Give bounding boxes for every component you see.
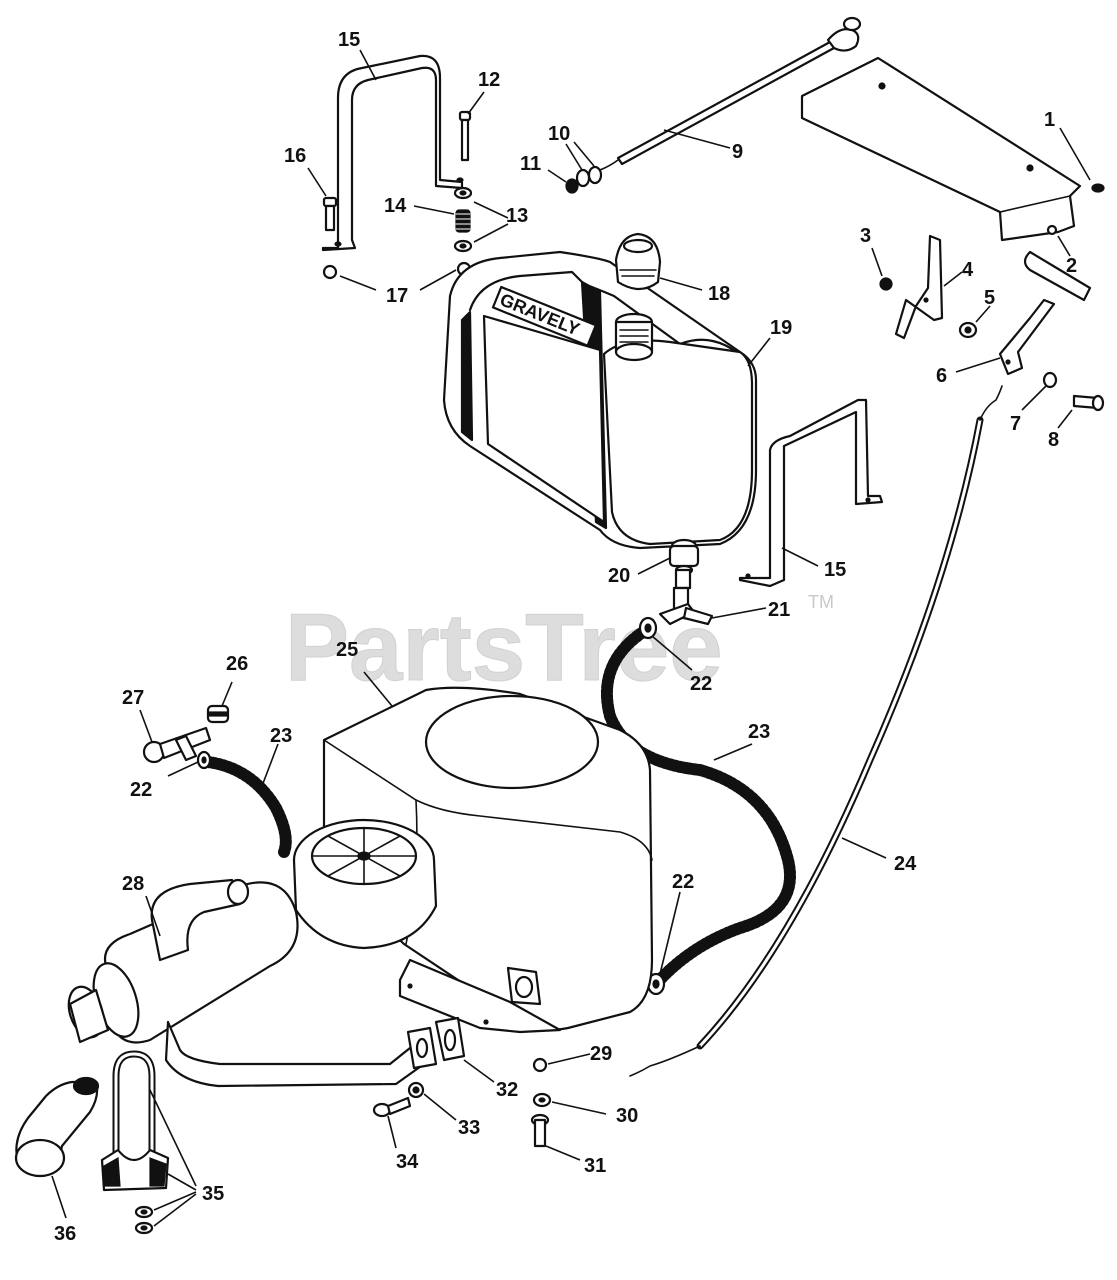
bolt-16[interactable] — [322, 196, 338, 232]
fuel-hose-23-left[interactable] — [202, 756, 292, 858]
callout-23-left: 23 — [270, 725, 292, 747]
callout-21: 21 — [768, 599, 790, 621]
callout-25: 25 — [336, 639, 358, 661]
callout-30: 30 — [616, 1105, 638, 1127]
callout-8: 8 — [1048, 429, 1059, 451]
nut-17-left[interactable] — [322, 264, 338, 280]
callout-33: 33 — [458, 1117, 480, 1139]
control-panel-plate[interactable] — [800, 56, 1082, 242]
callout-labels: 1 2 3 4 5 6 7 8 9 10 11 12 13 14 15 15 1… — [54, 29, 1077, 1245]
callout-28: 28 — [122, 873, 144, 895]
callout-11: 11 — [520, 153, 541, 175]
callout-3: 3 — [860, 225, 871, 247]
callout-35: 35 — [202, 1183, 224, 1205]
callout-26: 26 — [226, 653, 248, 675]
callout-29: 29 — [590, 1043, 612, 1065]
gasket-32[interactable] — [434, 1016, 466, 1062]
muffler-28[interactable] — [63, 878, 426, 1088]
spring-14[interactable] — [455, 209, 471, 233]
nut-3[interactable] — [879, 277, 893, 291]
fuel-tank-19[interactable]: GRAVELY — [442, 250, 758, 550]
throttle-lever-6[interactable] — [998, 250, 1092, 376]
callout-27: 27 — [122, 687, 144, 709]
watermark-text: PartsTree — [285, 594, 723, 701]
callout-31: 31 — [584, 1155, 606, 1177]
nut-11[interactable] — [565, 178, 579, 194]
callout-15-bottom: 15 — [824, 559, 846, 581]
shutoff-20[interactable] — [668, 538, 700, 590]
throttle-cable-24[interactable] — [629, 385, 1003, 1077]
callout-10: 10 — [548, 123, 570, 145]
tank-strap-upper[interactable] — [321, 54, 464, 252]
callout-22-left: 22 — [130, 779, 152, 801]
fitting-26[interactable] — [206, 704, 230, 724]
bolt-31[interactable] — [530, 1113, 550, 1148]
exhaust-elbow-36[interactable] — [14, 1076, 100, 1178]
callout-24: 24 — [894, 853, 917, 875]
clamp-22-left[interactable] — [196, 750, 212, 770]
callout-14: 14 — [384, 195, 407, 217]
washer-30[interactable] — [532, 1092, 552, 1108]
callout-34: 34 — [396, 1151, 419, 1173]
callout-9: 9 — [732, 141, 743, 163]
callout-4: 4 — [962, 259, 974, 281]
nut-35-b[interactable] — [134, 1221, 154, 1235]
callout-1: 1 — [1044, 109, 1055, 131]
washer-13-top[interactable] — [453, 186, 473, 200]
engine-25[interactable] — [322, 686, 654, 1034]
callout-22-engine: 22 — [672, 871, 694, 893]
bolt-8[interactable] — [1072, 394, 1105, 412]
bolt-12[interactable] — [458, 110, 472, 162]
washer-13-bottom[interactable] — [453, 239, 473, 253]
screw-1[interactable] — [1091, 183, 1105, 193]
callout-2: 2 — [1066, 255, 1077, 277]
washer-33[interactable] — [407, 1081, 425, 1099]
valve-21[interactable] — [658, 586, 714, 626]
callout-18: 18 — [708, 283, 730, 305]
washer-5[interactable] — [958, 321, 978, 339]
fuel-cap-18[interactable] — [614, 232, 662, 291]
callout-16: 16 — [284, 145, 306, 167]
callout-22-valve: 22 — [690, 673, 712, 695]
u-bolt-35[interactable] — [100, 1050, 170, 1192]
washer-10-b[interactable] — [587, 165, 603, 185]
throttle-cable-9[interactable] — [599, 16, 862, 171]
nut-29[interactable] — [532, 1057, 548, 1073]
callout-7: 7 — [1010, 413, 1021, 435]
callout-20: 20 — [608, 565, 630, 587]
callout-23-right: 23 — [748, 721, 770, 743]
callout-12: 12 — [478, 69, 500, 91]
callout-6: 6 — [936, 365, 947, 387]
fuel-hose-23-right[interactable] — [601, 624, 796, 990]
bolt-34[interactable] — [372, 1096, 412, 1118]
air-cleaner[interactable] — [292, 818, 438, 950]
nut-35-a[interactable] — [134, 1205, 154, 1219]
nut-2[interactable] — [1046, 224, 1058, 236]
callout-15-top: 15 — [338, 29, 360, 51]
watermark-tm: TM — [808, 592, 834, 612]
exhaust-flange[interactable] — [406, 1026, 438, 1070]
callout-13: 13 — [506, 205, 528, 227]
callout-32: 32 — [496, 1079, 518, 1101]
callout-36: 36 — [54, 1223, 76, 1245]
callout-19: 19 — [770, 317, 792, 339]
bracket-4[interactable] — [894, 234, 944, 340]
washer-10-a[interactable] — [575, 168, 591, 188]
callout-17: 17 — [386, 285, 408, 307]
tank-strap-lower[interactable] — [738, 398, 884, 588]
washer-7[interactable] — [1042, 371, 1058, 389]
watermark: PartsTree TM — [285, 592, 835, 702]
callout-5: 5 — [984, 287, 995, 309]
valve-27[interactable] — [142, 726, 212, 764]
clamp-22-top[interactable] — [638, 616, 658, 640]
leader-lines — [51, 49, 1091, 1227]
